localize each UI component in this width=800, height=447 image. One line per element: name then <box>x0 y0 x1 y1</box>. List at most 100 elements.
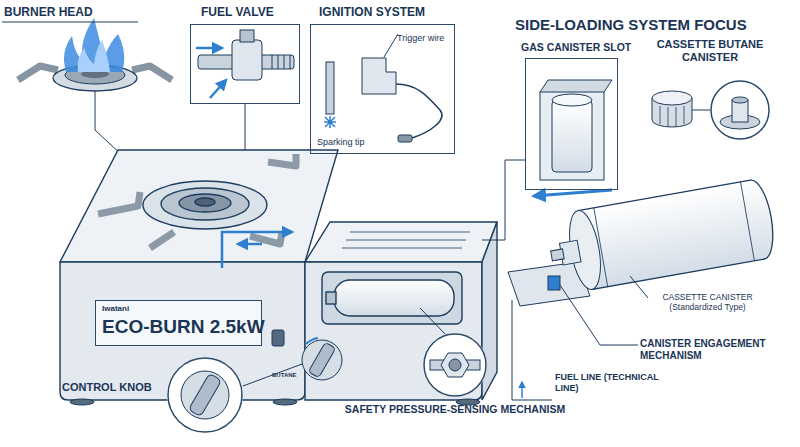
stove-controls <box>273 399 297 405</box>
stove-body <box>334 280 454 316</box>
circle-outline <box>167 357 243 433</box>
safety-sensor-detail <box>441 353 469 377</box>
ignition-illustration <box>324 116 336 128</box>
safety-sensor-detail <box>449 359 461 371</box>
brand-mark: Iwatani <box>102 304 129 314</box>
leader-line <box>482 160 525 240</box>
ignition-illustration <box>326 62 334 114</box>
gas-slot-illustration <box>552 94 592 106</box>
gas-slot-illustration <box>552 100 592 172</box>
name-plate: IwataniECO-BURN 2.5kW <box>95 300 262 346</box>
leader-line <box>2 22 138 23</box>
burner-head-illustration <box>64 18 124 72</box>
stove-body <box>322 272 462 324</box>
detail-circle: CONTROL KNOB <box>167 357 243 433</box>
inset-box: IGNITION SYSTEMTrigger wireSparking tip <box>310 24 455 154</box>
callout-label: CASSETTE BUTANE CANISTER <box>650 38 770 64</box>
leader-line <box>512 300 552 400</box>
burner-head-illustration <box>18 66 58 80</box>
canister-cap-illustration <box>660 106 684 127</box>
burner-head-illustration <box>78 40 110 72</box>
inset-box: GAS CANISTER SLOT <box>525 58 618 190</box>
safety-sensor-detail <box>423 333 487 397</box>
ignition-illustration <box>362 58 396 94</box>
stove-body <box>195 198 215 206</box>
ignition-illustration <box>396 84 442 138</box>
stove-controls <box>272 330 284 346</box>
leader-line <box>243 364 302 386</box>
cassette-canister-illustration <box>594 182 755 287</box>
ignition-illustration <box>324 34 442 142</box>
gas-slot-illustration <box>540 92 604 180</box>
callout-label: SAFETY PRESSURE-SENSING MECHANISM <box>333 403 577 416</box>
engagement-rail <box>548 276 560 290</box>
part-label: Trigger wire <box>397 33 444 44</box>
pot-support <box>250 232 282 244</box>
circle-outline <box>710 80 770 140</box>
circle-outline <box>168 358 242 432</box>
callout-label: GAS CANISTER SLOT <box>521 41 631 54</box>
gas-slot-illustration <box>540 80 612 92</box>
stove-body <box>60 150 338 262</box>
stove-body <box>60 150 497 400</box>
circle-outline <box>423 333 487 397</box>
stove-controls <box>306 338 318 344</box>
control-knob-detail <box>167 357 243 433</box>
safety-sensor-detail <box>423 333 487 397</box>
canister-cap-illustration <box>652 91 692 105</box>
safety-sensor-detail <box>430 360 480 370</box>
part-label: Sparking tip <box>317 137 365 148</box>
callout-label: CASSETTE CANISTER (Standardized Type) <box>650 292 765 312</box>
fuel-valve-illustration <box>272 55 290 69</box>
model-name: ECO-BURN 2.5kW <box>102 316 265 339</box>
ignition-illustration <box>398 135 412 142</box>
stove-controls <box>302 340 342 380</box>
pot-support <box>150 232 174 248</box>
cassette-canister-illustration <box>551 249 565 261</box>
callout-label: FUEL LINE (TECHNICAL LINE) <box>555 372 660 394</box>
control-knob-detail <box>188 373 221 416</box>
callout-label: CONTROL KNOB <box>62 381 160 394</box>
insert-arrow <box>534 190 612 196</box>
ignition-illustration <box>384 34 398 57</box>
fuel-valve-illustration <box>196 30 294 98</box>
gas-slot-illustration <box>540 80 612 180</box>
callout-label: CANISTER ENGAGEMENT MECHANISM <box>640 338 770 362</box>
stove-body <box>161 188 249 220</box>
stove-body <box>326 292 336 304</box>
canister-cap-illustration <box>732 97 748 103</box>
cassette-canister-illustration <box>545 178 779 296</box>
leader-line <box>560 285 638 345</box>
canister-cap-illustration <box>710 80 770 140</box>
section-heading: SIDE-LOADING SYSTEM FOCUS <box>515 16 747 34</box>
fuel-valve-illustration <box>210 80 226 98</box>
leader-line <box>521 382 523 398</box>
cassette-canister-illustration <box>578 178 778 290</box>
leader-line <box>420 308 445 334</box>
detail-circle: SAFETY PRESSURE-SENSING MECHANISM <box>423 333 487 397</box>
fuel-line <box>222 232 292 268</box>
burner-head-illustration <box>132 66 172 80</box>
stove-controls <box>70 399 94 405</box>
canister-cap-illustration <box>692 110 710 111</box>
stove-body <box>143 181 267 229</box>
callout-label: FUEL VALVE <box>201 5 274 19</box>
canister-cap-illustration <box>652 80 770 140</box>
fuel-valve-illustration <box>232 40 262 80</box>
pot-support <box>268 154 296 166</box>
leader-line <box>630 276 648 298</box>
fuel-valve-illustration <box>196 47 222 50</box>
pot-support <box>98 154 296 248</box>
fuel-valve-illustration <box>240 30 254 42</box>
burner-head-illustration <box>18 18 172 91</box>
control-knob-detail <box>167 357 243 433</box>
callout-label: BURNER HEAD <box>4 5 93 19</box>
callout-label: IGNITION SYSTEM <box>319 5 425 19</box>
stove-body <box>342 232 470 248</box>
fuel-line <box>222 232 292 268</box>
stove-body <box>305 222 497 262</box>
